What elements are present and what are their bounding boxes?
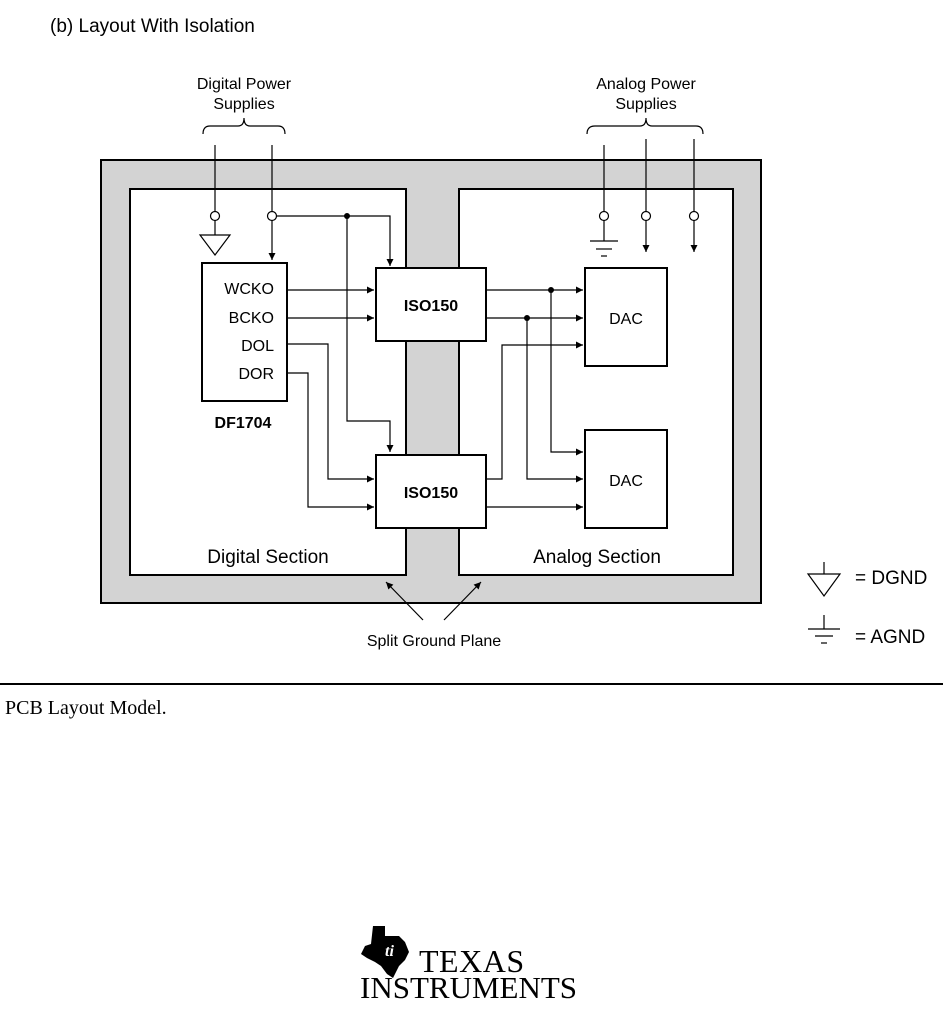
dac-bottom-label: DAC: [609, 473, 643, 490]
legend-dgnd-icon: [806, 573, 842, 598]
digital-power-label-line1: Digital Power: [197, 76, 292, 93]
analog-power-label-line1: Analog Power: [596, 76, 696, 93]
legend-agnd: = AGND: [808, 615, 925, 648]
analog-power-label-line2: Supplies: [615, 96, 676, 113]
df1704-chip: [201, 262, 288, 402]
analog-section-label: Analog Section: [533, 547, 661, 568]
chip-name: DF1704: [215, 415, 272, 432]
analog-supply-terminal-2: [640, 210, 652, 222]
agnd-symbol-icon: [590, 240, 618, 257]
legend-agnd-icon: [808, 615, 840, 644]
analog-supply-terminal-1: [598, 210, 610, 222]
dac-bottom: [584, 429, 668, 529]
dac-top: [584, 267, 668, 367]
pin-dol: DOL: [241, 338, 274, 355]
dac-top-label: DAC: [609, 311, 643, 328]
pin-wcko: WCKO: [224, 281, 274, 298]
analog-supply-terminal-3: [688, 210, 700, 222]
iso150-bottom-label: ISO150: [404, 485, 458, 502]
svg-text:ti: ti: [385, 943, 394, 960]
legend-dgnd: = DGND: [806, 562, 927, 598]
iso-top-to-dac-bottom-wire-1: [550, 290, 583, 456]
digital-supply-to-iso1-wire: [276, 215, 394, 266]
iso-bottom-to-dac-top-wire: [486, 341, 583, 480]
iso150-top: [375, 267, 487, 342]
figure-title: (b) Layout With Isolation: [50, 16, 255, 37]
split-ground-arrow-right: [443, 581, 482, 621]
digital-supply-terminal-2: [266, 210, 278, 222]
legend-dgnd-label: = DGND: [855, 568, 927, 589]
digital-supply-terminal-1: [209, 210, 221, 222]
pin-bcko: BCKO: [229, 310, 274, 327]
digital-power-label-line2: Supplies: [213, 96, 274, 113]
logo-line2: INSTRUMENTS: [360, 970, 577, 1004]
iso150-bottom: [375, 454, 487, 529]
split-ground-arrow-left: [385, 581, 424, 621]
iso-top-to-dac-bottom-wire-2: [526, 318, 583, 483]
legend-agnd-label: = AGND: [855, 627, 925, 648]
texas-state-icon: [361, 926, 409, 978]
pin-dor: DOR: [238, 366, 274, 383]
figure-caption: PCB Layout Model.: [5, 697, 167, 719]
pcb-layout-diagram: (b) Layout With Isolation Digital Power …: [50, 16, 927, 650]
digital-section-label: Digital Section: [207, 547, 328, 568]
iso150-top-label: ISO150: [404, 298, 458, 315]
caption-divider: [0, 683, 943, 685]
logo-line1: TEXAS: [419, 943, 525, 979]
dor-wire: [287, 372, 374, 511]
dol-wire: [287, 343, 374, 483]
analog-supply-brace: [586, 117, 704, 135]
digital-supply-brace: [202, 117, 286, 135]
split-ground-label: Split Ground Plane: [367, 633, 501, 650]
dgnd-symbol-icon: [198, 234, 232, 256]
texas-instruments-logo: ti TEXAS INSTRUMENTS: [360, 926, 577, 1004]
